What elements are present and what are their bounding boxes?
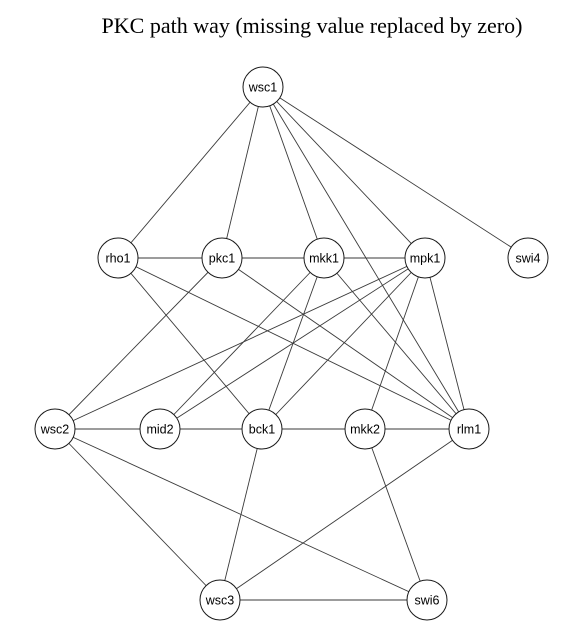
node-circle (507, 237, 549, 279)
node-label: wsc3 (205, 594, 235, 608)
node-wsc3: wsc3 (199, 579, 241, 621)
edge-mkk2-swi6 (364, 428, 428, 601)
edge-wsc1-swi4 (262, 86, 529, 259)
edges-layer (54, 86, 529, 601)
node-label: rho1 (105, 252, 130, 266)
edge-mpk1-rlm1 (424, 257, 470, 430)
edge-rho1-rlm1 (117, 257, 470, 430)
node-swi4: swi4 (507, 237, 549, 279)
edge-pkc1-rlm1 (221, 257, 470, 430)
edge-wsc1-pkc1 (221, 86, 264, 259)
node-label: bck1 (249, 423, 275, 437)
edge-mpk1-mid2 (159, 257, 426, 430)
node-circle (201, 237, 243, 279)
node-label: swi6 (414, 594, 439, 608)
node-mkk1: mkk1 (303, 237, 345, 279)
node-circle (404, 237, 446, 279)
node-wsc1: wsc1 (242, 66, 284, 108)
nodes-layer: wsc1 rho1 pkc1 mkk1 mpk1 swi4 wsc2 mid2 bck1 mkk2… (34, 66, 549, 621)
node-circle (241, 408, 283, 450)
node-label: pkc1 (209, 252, 235, 266)
node-circle (448, 408, 490, 450)
node-pkc1: pkc1 (201, 237, 243, 279)
node-mkk2: mkk2 (344, 408, 386, 450)
edge-wsc1-mpk1 (262, 86, 426, 259)
edge-bck1-wsc3 (219, 428, 263, 601)
node-circle (406, 579, 448, 621)
node-circle (242, 66, 284, 108)
node-label: wsc1 (248, 81, 278, 95)
edge-mkk1-mid2 (159, 257, 325, 430)
edge-rlm1-wsc3 (219, 428, 470, 601)
node-rho1: rho1 (97, 237, 139, 279)
node-mid2: mid2 (139, 408, 181, 450)
node-label: mkk1 (309, 252, 339, 266)
node-label: swi4 (515, 252, 540, 266)
node-label: mkk2 (350, 423, 380, 437)
edge-wsc2-wsc3 (54, 428, 221, 601)
node-circle (199, 579, 241, 621)
node-circle (303, 237, 345, 279)
edge-rho1-bck1 (117, 257, 263, 430)
edge-mpk1-mkk2 (364, 257, 426, 430)
node-bck1: bck1 (241, 408, 283, 450)
edge-wsc1-mkk1 (262, 86, 325, 259)
node-rlm1: rlm1 (448, 408, 490, 450)
edge-mpk1-bck1 (261, 257, 426, 430)
node-circle (139, 408, 181, 450)
node-label: mpk1 (410, 252, 441, 266)
edge-mpk1-wsc2 (54, 257, 426, 430)
node-mpk1: mpk1 (404, 237, 446, 279)
node-circle (344, 408, 386, 450)
edge-mkk1-rlm1 (323, 257, 470, 430)
node-circle (97, 237, 139, 279)
edge-wsc1-rho1 (117, 86, 264, 259)
node-label: rlm1 (457, 423, 481, 437)
edge-pkc1-wsc2 (54, 257, 223, 430)
node-label: mid2 (146, 423, 173, 437)
node-circle (34, 408, 76, 450)
node-swi6: swi6 (406, 579, 448, 621)
diagram-title: PKC path way (missing value replaced by … (102, 13, 523, 38)
node-wsc2: wsc2 (34, 408, 76, 450)
node-label: wsc2 (40, 423, 70, 437)
